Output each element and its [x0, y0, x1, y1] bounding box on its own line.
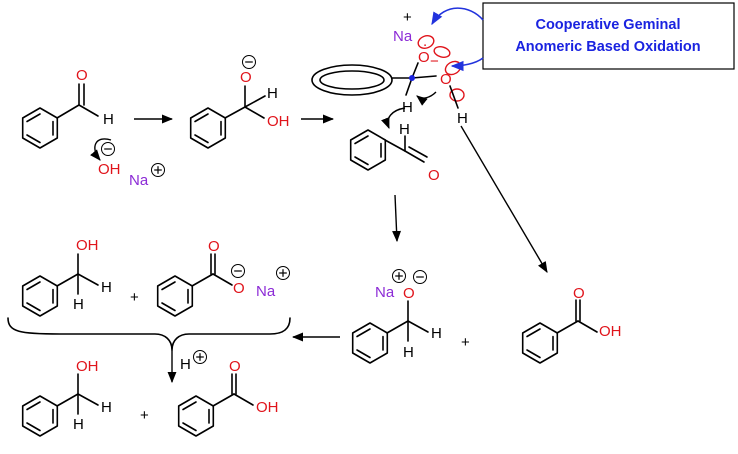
svg-text:+: + [130, 289, 139, 306]
svg-text:H: H [73, 416, 84, 433]
cooperative-intermediate: H O − . O H Na + [311, 9, 468, 130]
svg-text:Na: Na [375, 284, 395, 301]
svg-text:OH: OH [256, 399, 279, 416]
svg-text:O: O [573, 285, 585, 302]
svg-text:O: O [418, 49, 430, 66]
svg-text:O: O [440, 71, 452, 88]
annotation-box [482, 2, 735, 70]
svg-text:Na: Na [256, 283, 276, 300]
svg-text:O: O [403, 285, 415, 302]
svg-text:H: H [403, 344, 414, 361]
benzyl-alcohol-2: OH H H [21, 358, 112, 437]
svg-text:+: + [140, 407, 149, 424]
svg-text:+: + [461, 334, 470, 351]
svg-text:O: O [240, 69, 252, 86]
benzyl-alcohol-1: OH H H [21, 237, 112, 317]
benzoic-acid-final: O OH [177, 358, 279, 437]
svg-text:O: O [428, 167, 440, 184]
gem-diol-alkoxide: O H OH [189, 54, 290, 149]
svg-text:H: H [101, 399, 112, 416]
svg-text:H: H [73, 296, 84, 313]
svg-text:H: H [180, 356, 191, 373]
svg-text:H: H [457, 110, 468, 127]
sodium-benzoate: O O Na [156, 238, 291, 317]
svg-text:Na: Na [129, 172, 149, 189]
svg-text:OH: OH [98, 161, 121, 178]
benzoic-acid-right: O OH [521, 285, 622, 364]
svg-text:OH: OH [76, 358, 99, 375]
svg-text:OH: OH [599, 323, 622, 340]
svg-text:H: H [399, 121, 410, 138]
svg-text:O: O [229, 358, 241, 375]
svg-text:OH: OH [267, 113, 290, 130]
svg-text:H: H [267, 85, 278, 102]
svg-text:H: H [101, 279, 112, 296]
svg-text:H: H [431, 325, 442, 342]
svg-text:H: H [103, 111, 114, 128]
sodium-benzyloxide: O Na H H [351, 268, 442, 364]
svg-text:+: + [403, 9, 412, 26]
svg-text:.: . [423, 33, 427, 50]
benzaldehyde-1: O H [21, 67, 114, 149]
annotation-line-1: Cooperative Geminal [535, 17, 680, 33]
svg-text:−: − [430, 53, 439, 70]
grouping-brace [7, 317, 291, 351]
svg-text:O: O [233, 280, 245, 297]
annotation-line-2: Anomeric Based Oxidation [515, 39, 700, 55]
svg-text:OH: OH [76, 237, 99, 254]
svg-text:H: H [402, 99, 413, 116]
svg-text:O: O [76, 67, 88, 84]
svg-text:Na: Na [393, 28, 413, 45]
svg-text:O: O [208, 238, 220, 255]
benzaldehyde-2: H O [349, 121, 440, 184]
